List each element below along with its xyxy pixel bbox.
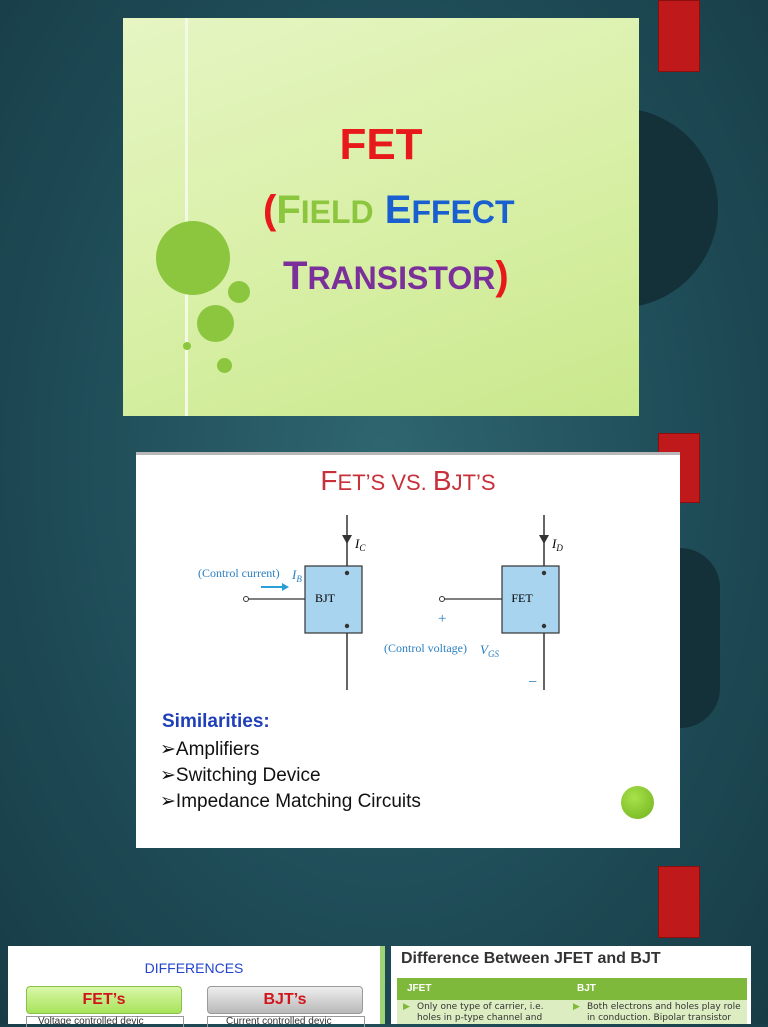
slide-subtitle-line2: TRANSISTOR) xyxy=(283,254,509,299)
effect-rest: FFECT xyxy=(411,194,515,230)
close-paren: ) xyxy=(495,254,509,298)
arrow-down-icon xyxy=(342,535,352,544)
fet-cell xyxy=(26,1016,184,1027)
bjt-cell xyxy=(207,1016,365,1027)
slide-subtitle-line1: (FIELD EFFECT xyxy=(263,188,515,233)
bullet-icon: ▶ xyxy=(573,1002,580,1012)
control-voltage-label: (Control voltage) xyxy=(384,641,467,655)
decorative-dot xyxy=(228,281,250,303)
decorative-dot xyxy=(621,786,654,819)
title-part: ’S VS. xyxy=(365,470,433,495)
decorative-dot xyxy=(197,305,234,342)
plus-label: + xyxy=(438,611,446,627)
decorative-dot xyxy=(156,221,230,295)
slide-differences: DIFFERENCES FET’s BJT’s Voltage controll… xyxy=(8,946,385,1027)
field-rest: IELD xyxy=(300,194,374,230)
decorative-dot xyxy=(217,358,232,373)
title-part: ET xyxy=(337,470,366,495)
bullet-icon: ▶ xyxy=(403,1002,410,1012)
arrow-right-icon xyxy=(282,583,289,591)
column-header: JFET xyxy=(407,983,432,994)
slide-jfet-vs-bjt: Difference Between JFET and BJT JFET BJT… xyxy=(391,946,751,1024)
effect-initial: E xyxy=(384,188,412,232)
bjt-cut-text: Current controlled devic xyxy=(226,1016,332,1027)
differences-heading: DIFFERENCES xyxy=(144,960,244,976)
fet-box xyxy=(501,565,560,634)
arrow-down-icon xyxy=(539,535,549,544)
node-dot xyxy=(344,623,350,629)
table-cell: Only one type of carrier, i.e. xyxy=(417,1002,544,1012)
decorative-dot xyxy=(183,342,191,350)
terminal-icon xyxy=(439,596,445,602)
table-row: ▶ Only one type of carrier, i.e. holes i… xyxy=(397,1000,747,1024)
fet-label-pill: FET’s xyxy=(26,986,182,1014)
ic-label: IC xyxy=(354,536,366,553)
fet-box-label: FET xyxy=(511,591,533,605)
list-item-text: Impedance Matching Circuits xyxy=(175,791,421,812)
node-dot xyxy=(541,623,547,629)
list-item-text: Switching Device xyxy=(175,765,321,786)
control-current-label: (Control current) xyxy=(198,566,280,580)
red-tab xyxy=(658,866,700,938)
transistor-diagram: BJT IC (Control current) IB FET ID + (Co… xyxy=(198,515,563,691)
slide-title: FET (FIELD EFFECT TRANSISTOR) xyxy=(123,18,639,416)
minus-label: − xyxy=(528,674,537,691)
title-part: F xyxy=(320,465,338,496)
node-dot xyxy=(344,570,350,576)
table-cell: in conduction. Bipolar transistor xyxy=(587,1013,732,1023)
similarities-heading: Similarities: xyxy=(162,711,270,732)
list-item-text: Amplifiers xyxy=(175,739,260,760)
id-label: ID xyxy=(551,536,563,553)
title-part: ’S xyxy=(476,470,496,495)
decorative-bar xyxy=(185,18,188,416)
similarities-list: ➢Amplifiers ➢Switching Device ➢Impedance… xyxy=(160,737,421,815)
transistor-initial: T xyxy=(283,254,308,298)
slide-fet-vs-bjt: FET’S VS. BJT’S BJT IC (Control current)… xyxy=(136,452,680,848)
slide-heading: FET xyxy=(339,120,423,169)
slide-heading: FET’S VS. BJT’S xyxy=(136,465,680,497)
bjt-label-pill: BJT’s xyxy=(207,986,363,1014)
list-item: ➢Impedance Matching Circuits xyxy=(160,791,421,812)
table-cell: holes in p-type channel and xyxy=(417,1013,543,1023)
terminal-icon xyxy=(243,596,249,602)
title-part: B xyxy=(432,465,452,496)
list-item: ➢Amplifiers xyxy=(160,739,260,760)
fet-cut-text: Voltage controlled devic xyxy=(38,1016,144,1027)
table-cell: Both electrons and holes play role xyxy=(587,1002,741,1012)
transistor-rest: RANSISTOR xyxy=(307,260,496,296)
bjt-box-label: BJT xyxy=(315,591,336,605)
table-header-row: JFET BJT xyxy=(397,978,747,1000)
field-initial: F xyxy=(276,188,301,232)
title-part: JT xyxy=(451,470,477,495)
column-header: BJT xyxy=(577,983,596,994)
slide-heading: Difference Between JFET and BJT xyxy=(401,950,661,967)
red-tab xyxy=(658,0,700,72)
ib-label: IB xyxy=(291,567,302,584)
node-dot xyxy=(541,570,547,576)
background-circle xyxy=(680,548,720,728)
open-paren: ( xyxy=(263,188,277,232)
vgs-label: VGS xyxy=(480,642,499,659)
list-item: ➢Switching Device xyxy=(160,765,321,786)
